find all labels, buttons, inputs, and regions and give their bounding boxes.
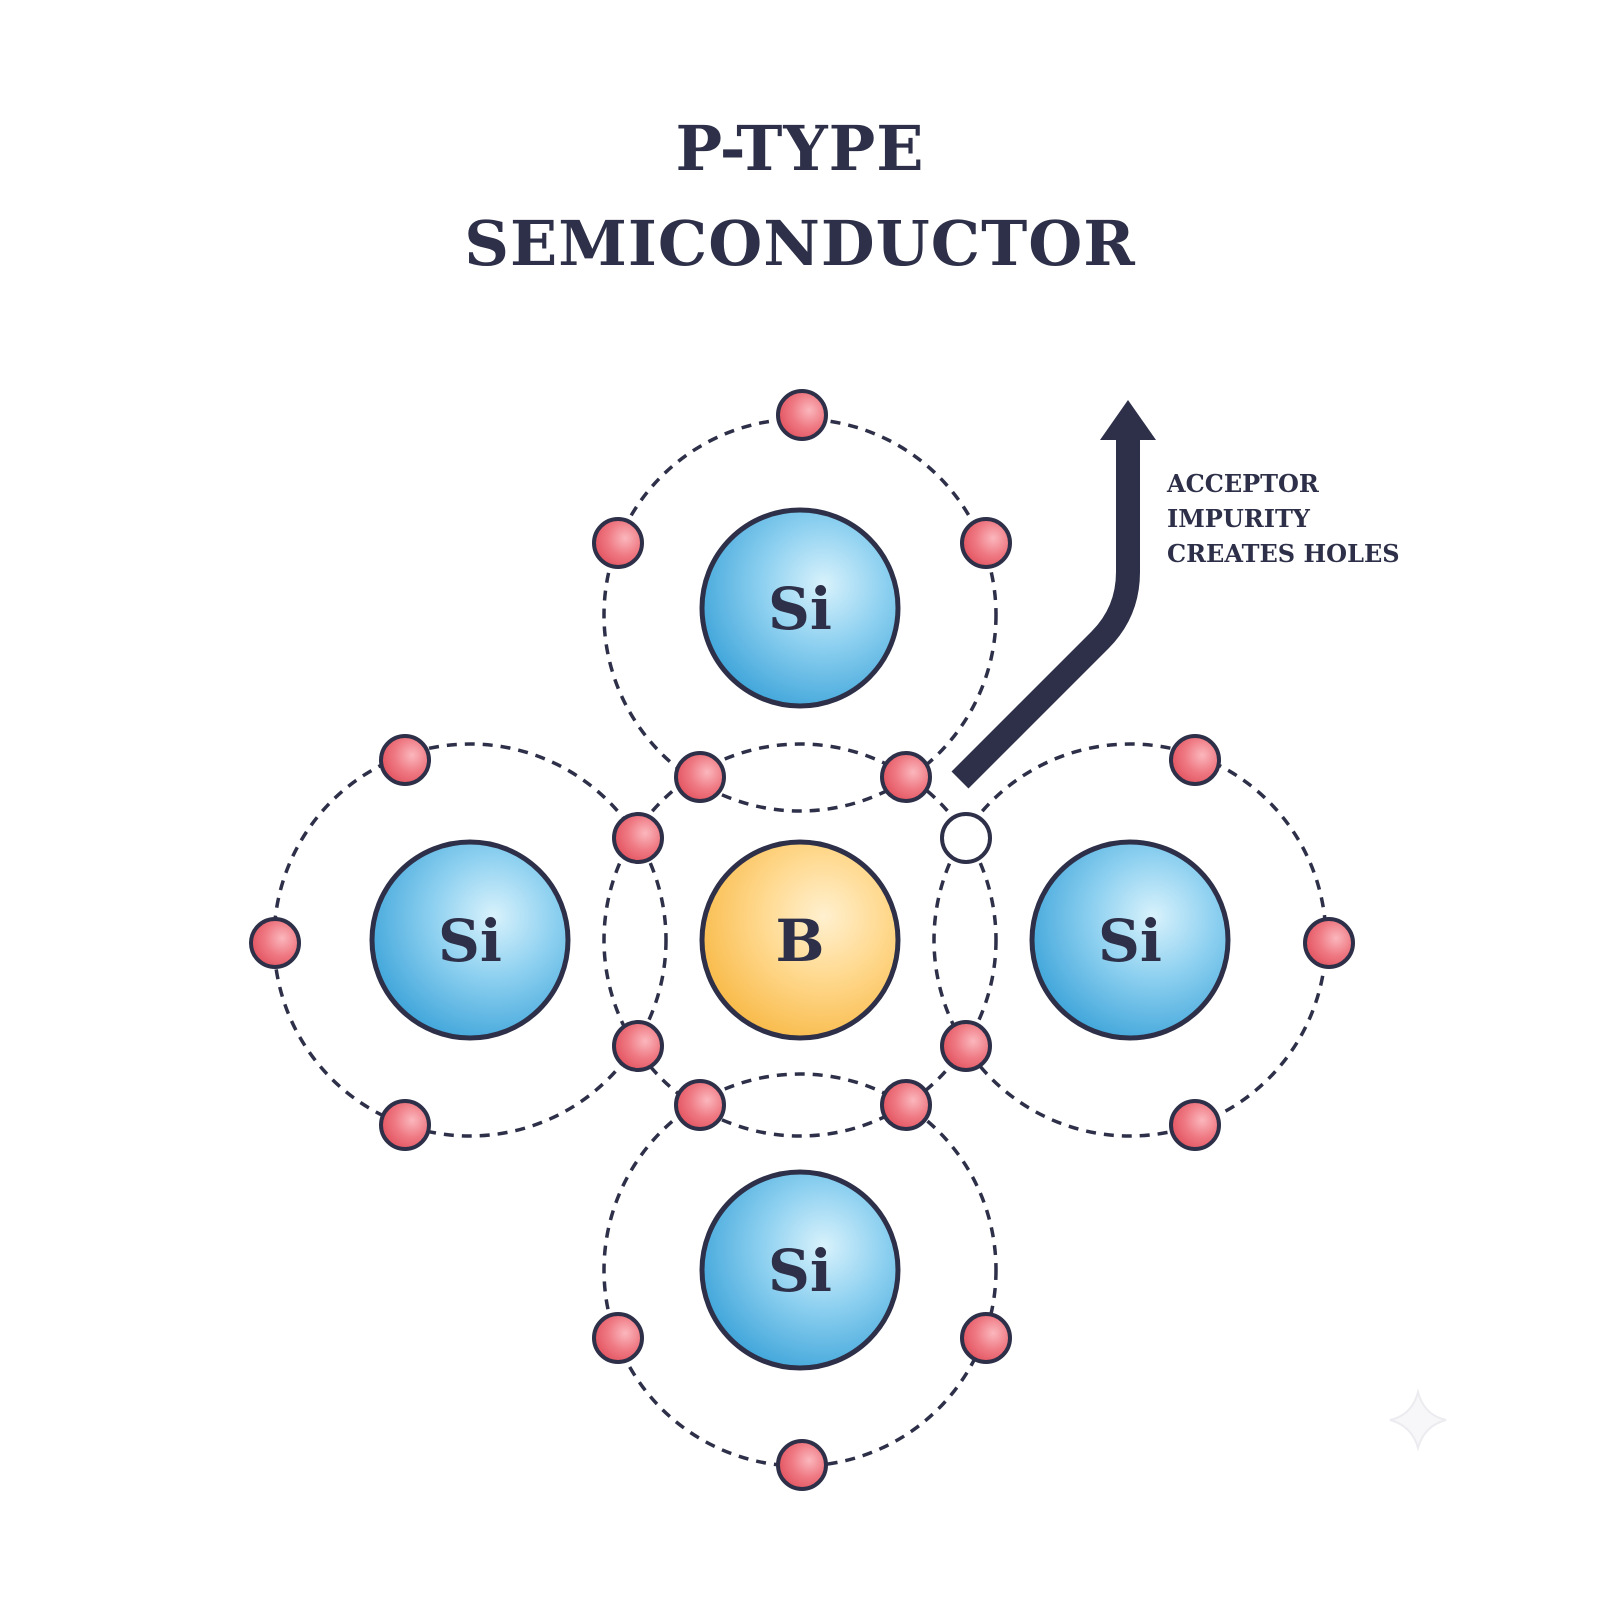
sparkle-icon [1389,1388,1447,1452]
electron-icon [1169,1099,1221,1151]
atom-bottom: Si [699,1169,901,1371]
annotation-line-1: ACCEPTOR [1166,469,1320,498]
orbit-center [602,742,998,1138]
electron-icon [674,1079,726,1131]
atom-label-top: Si [768,575,832,643]
electron-icon [612,812,664,864]
atom-label-left: Si [438,907,502,975]
electron-icon [960,1312,1012,1364]
electron-icon [379,1099,431,1151]
electron-icon [592,1312,644,1364]
electron-icon [940,1020,992,1072]
annotation-line-3: CREATES HOLES [1167,539,1400,568]
electron-icon [249,917,301,969]
title-line-2: SEMICONDUCTOR [464,207,1136,280]
electron-icon [880,1079,932,1131]
electron-icon [592,517,644,569]
electrons [249,389,1355,1491]
electron-icon [1303,917,1355,969]
electron-icon [776,389,828,441]
atom-top: Si [699,507,901,709]
arrow-up-icon [951,400,1156,789]
atom-center: B [699,839,901,1041]
electron-icon [960,517,1012,569]
electron-icon [612,1020,664,1072]
electron-icon [1169,734,1221,786]
hole-icon [940,812,992,864]
electron-icon [880,751,932,803]
atom-label-right: Si [1098,907,1162,975]
electron-icon [674,751,726,803]
atom-label-bottom: Si [768,1237,832,1305]
atom-left: Si [369,839,571,1041]
electron-icon [379,734,431,786]
atom-label-center: B [775,907,824,975]
annotation-line-2: IMPURITY [1167,504,1311,533]
title-line-1: P-TYPE [676,112,925,185]
atom-right: Si [1029,839,1231,1041]
electron-icon [776,1439,828,1491]
